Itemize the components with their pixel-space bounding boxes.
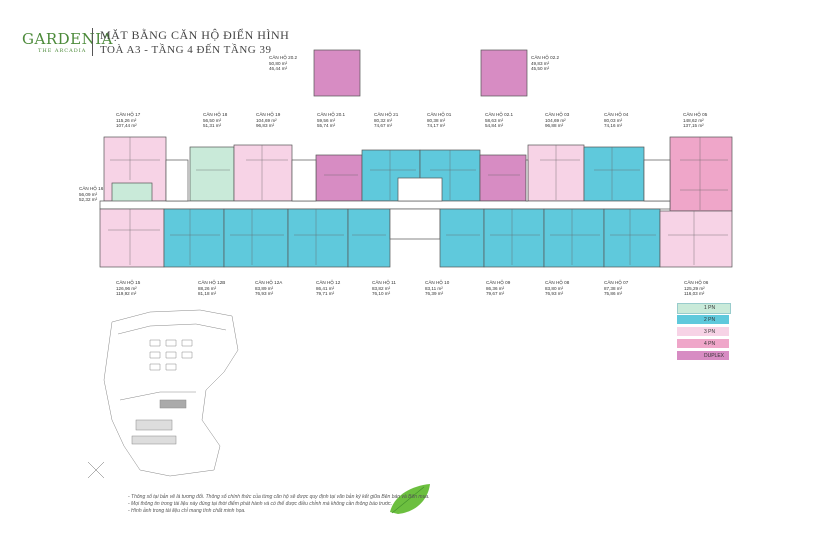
compass-icon (87, 461, 105, 479)
note-3: - Hình ảnh trong tài liệu chỉ mang tính … (128, 508, 246, 514)
legend-swatch-4pn (677, 339, 729, 348)
unit-18 (189, 146, 235, 202)
core-mid-right (525, 159, 529, 202)
unit-02-2-upper (480, 49, 528, 97)
legend-label-1pn: 1 PN (704, 305, 716, 311)
unit-19 (233, 144, 293, 202)
legend-swatch-2pn (677, 315, 729, 324)
unit-10 (439, 208, 485, 268)
core-left (165, 159, 189, 202)
unit-20-1 (315, 154, 363, 202)
core-center (389, 208, 441, 240)
unit-02-1 (479, 154, 527, 202)
core-mid (397, 177, 443, 202)
unit-04 (583, 146, 645, 202)
unit-20-2-upper (313, 49, 361, 97)
note-1: - Thông số tại bản vẽ là tương đối. Thôn… (128, 494, 430, 500)
corridor (99, 200, 671, 210)
unit-11 (347, 208, 391, 268)
unit-12a (223, 208, 289, 268)
legend-swatch-1pn (677, 303, 731, 314)
site-plan (103, 309, 239, 477)
legend-label-3pn: 3 PN (704, 329, 716, 335)
legend-label-duplex: DUPLEX (704, 353, 725, 359)
legend-swatch-3pn (677, 327, 729, 336)
unit-12b (163, 208, 225, 268)
core-mid-left (291, 159, 317, 202)
brand-logo: GARDENIA (22, 30, 113, 48)
core-right (643, 159, 671, 202)
leaf-icon (390, 484, 430, 514)
unit-15 (99, 208, 165, 268)
unit-09 (483, 208, 545, 268)
unit-08 (543, 208, 605, 268)
legend-swatch-duplex (677, 351, 729, 360)
unit-05 (669, 136, 733, 212)
legend-label-4pn: 4 PN (704, 341, 716, 347)
note-2: - Mọi thông tin trong tài liệu này đúng … (128, 501, 393, 507)
page-title: MẶT BẰNG CĂN HỘ ĐIỂN HÌNH (100, 28, 290, 42)
unit-07 (603, 208, 661, 268)
interior-walls (108, 137, 728, 265)
unit-12 (287, 208, 349, 268)
legend-label-2pn: 2 PN (704, 317, 716, 323)
header-divider (92, 28, 93, 56)
brand-logo-subtitle: THE ARCADIA (38, 48, 87, 54)
page-subtitle: TOÀ A3 - TẦNG 4 ĐẾN TẦNG 39 (100, 44, 272, 56)
unit-06 (659, 210, 733, 268)
